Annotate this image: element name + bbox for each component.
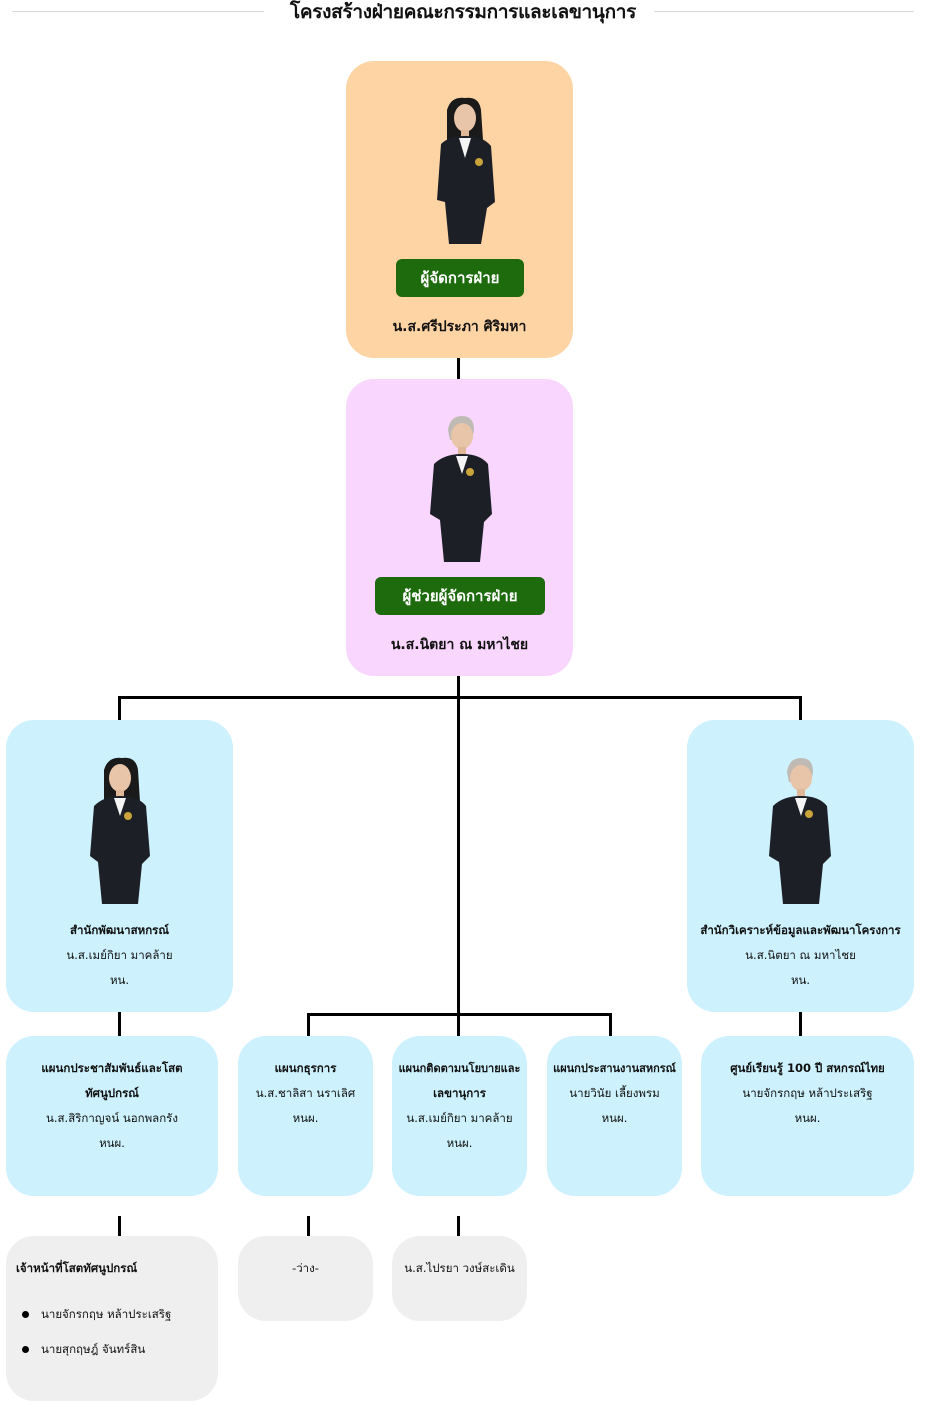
section-3-unit-line2: เลขานุการ: [433, 1086, 486, 1100]
section-5-unit: ศูนย์เรียนรู้ 100 ปี สหกรณ์ไทย: [730, 1061, 885, 1075]
manager-role-badge: ผู้จัดการฝ่าย: [396, 259, 524, 297]
section-3-name: น.ส.เมย์กิยา มาคล้าย: [406, 1111, 513, 1125]
connector-staff-3: [457, 1216, 460, 1236]
connector-staff-1: [118, 1216, 121, 1236]
section-1-unit-line1: แผนกประชาสัมพันธ์และโสต: [41, 1061, 183, 1075]
manager-name: น.ส.ศรีประภา ศิริมหา: [392, 319, 527, 335]
section-3-unit-line1: แผนกติดตามนโยบายและ: [398, 1062, 521, 1075]
office-left-position: หน.: [109, 973, 130, 987]
section-3-position: หนผ.: [446, 1136, 473, 1150]
section-2-name: น.ส.ชาลิสา นราเลิศ: [255, 1086, 356, 1100]
section-4-position: หนผ.: [601, 1111, 628, 1125]
connector-trunk: [457, 676, 460, 1005]
section-card-2: แผนกธุรการ น.ส.ชาลิสา นราเลิศ หนผ.: [238, 1036, 373, 1196]
staff-2-text: -ว่าง-: [292, 1261, 319, 1275]
connector-office-right: [799, 696, 802, 720]
office-left-photo: [90, 757, 150, 904]
connector-staff-2: [307, 1216, 310, 1236]
office-left-card: สำนักพัฒนาสหกรณ์ น.ส.เมย์กิยา มาคล้าย หน…: [6, 720, 233, 1012]
section-5-position: หนผ.: [794, 1111, 821, 1125]
section-card-5: ศูนย์เรียนรู้ 100 ปี สหกรณ์ไทย นายจักรกฤ…: [701, 1036, 914, 1196]
section-4-name: นายวินัย เลี้ยงพรม: [569, 1086, 660, 1100]
section-1-unit-line2: ทัศนูปกรณ์: [85, 1086, 139, 1100]
staff-3-text: น.ส.ไปรยา วงษ์สะเดิน: [404, 1261, 515, 1275]
section-2-unit: แผนกธุรการ: [274, 1061, 337, 1075]
section-2-position: หนผ.: [292, 1111, 319, 1125]
section-card-4: แผนกประสานงานสหกรณ์ นายวินัย เลี้ยงพรม ห…: [547, 1036, 682, 1196]
title-rule-left: [12, 11, 264, 12]
office-right-position: หน.: [790, 973, 811, 987]
manager-card: ผู้จัดการฝ่าย น.ส.ศรีประภา ศิริมหา: [346, 61, 573, 358]
connector-section-5: [799, 1012, 802, 1036]
connector-office-left: [118, 696, 121, 720]
assistant-name: น.ส.นิตยา ณ มหาไชย: [390, 637, 529, 653]
connector-section-3: [457, 1000, 460, 1036]
staff-card-2: -ว่าง-: [238, 1236, 373, 1321]
bullet-icon: [22, 1346, 29, 1353]
staff-1-item: นายจักรกฤษ หล้าประเสริฐ: [22, 1306, 171, 1324]
assistant-card: ผู้ช่วยผู้จัดการฝ่าย น.ส.นิตยา ณ มหาไชย: [346, 379, 573, 676]
staff-card-1: เจ้าหน้าที่โสตทัศนูปกรณ์ นายจักรกฤษ หล้า…: [6, 1236, 218, 1401]
connector-manager-assistant: [457, 358, 460, 379]
assistant-role-badge: ผู้ช่วยผู้จัดการฝ่าย: [375, 577, 545, 615]
connector-section-4: [609, 1013, 612, 1036]
staff-1-item: นายสุกฤษฎ์ จันทร์สิน: [22, 1341, 145, 1359]
section-1-name: น.ส.สิริกาญจน์ นอกพลกรัง: [46, 1111, 178, 1125]
assistant-photo: [430, 416, 492, 562]
section-1-position: หนผ.: [99, 1136, 125, 1150]
office-right-unit: สำนักวิเคราะห์ข้อมูลและพัฒนาโครงการ: [700, 923, 901, 937]
manager-photo: [437, 97, 495, 244]
staff-card-3: น.ส.ไปรยา วงษ์สะเดิน: [392, 1236, 527, 1321]
office-right-name: น.ส.นิตยา ณ มหาไชย: [745, 948, 856, 962]
office-left-name: น.ส.เมย์กิยา มาคล้าย: [66, 948, 173, 962]
section-card-3: แผนกติดตามนโยบายและ เลขานุการ น.ส.เมย์กิ…: [392, 1036, 527, 1196]
section-5-name: นายจักรกฤษ หล้าประเสริฐ: [742, 1086, 873, 1100]
connector-section-1: [118, 1012, 121, 1036]
section-card-1: แผนกประชาสัมพันธ์และโสต ทัศนูปกรณ์ น.ส.ส…: [6, 1036, 218, 1196]
section-4-unit: แผนกประสานงานสหกรณ์: [553, 1062, 676, 1075]
connector-offices-bar: [118, 696, 802, 699]
bullet-icon: [22, 1311, 29, 1318]
page-title: โครงสร้างฝ่ายคณะกรรมการและเลขานุการ: [0, 0, 926, 24]
connector-section-2: [307, 1013, 310, 1036]
staff-1-heading: เจ้าหน้าที่โสตทัศนูปกรณ์: [16, 1261, 138, 1275]
office-right-photo: [769, 758, 831, 904]
title-rule-right: [654, 11, 914, 12]
office-right-card: สำนักวิเคราะห์ข้อมูลและพัฒนาโครงการ น.ส.…: [687, 720, 914, 1012]
office-left-unit: สำนักพัฒนาสหกรณ์: [70, 923, 169, 937]
